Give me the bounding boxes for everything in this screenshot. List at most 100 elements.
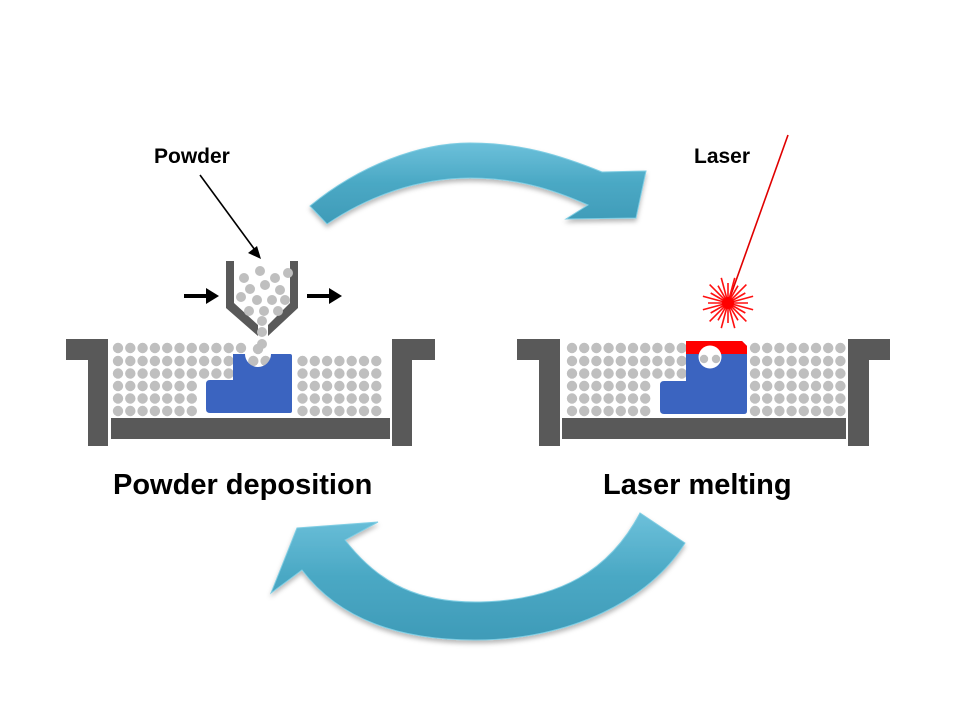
laser-melting-caption: Laser melting: [603, 469, 792, 501]
powder-particle: [371, 393, 382, 404]
powder-particle: [615, 368, 626, 379]
powder-particle: [749, 368, 761, 379]
powder-particle: [346, 393, 357, 404]
powder-particle: [248, 355, 259, 367]
powder-particle: [257, 316, 267, 326]
powder-particle: [823, 368, 834, 379]
powder-particle: [566, 380, 578, 392]
powder-particle: [309, 380, 320, 392]
powder-particle: [223, 355, 234, 367]
powder-particle: [823, 380, 834, 392]
laser-ray: [731, 295, 754, 303]
powder-particle: [297, 405, 308, 417]
powder-particle: [566, 393, 578, 404]
powder-particle: [603, 393, 614, 404]
build-chamber: [66, 339, 435, 446]
powder-particle: [273, 306, 283, 316]
powder-particle: [321, 405, 333, 417]
powder-particle: [309, 355, 320, 367]
powder-particle: [774, 342, 785, 354]
powder-particle: [125, 368, 136, 379]
stage-powder-deposition: Powder Powder deposition: [66, 145, 435, 501]
powder-particle: [257, 327, 267, 337]
powder-particle: [627, 393, 639, 404]
powder-particle: [112, 368, 124, 379]
powder-particle: [334, 368, 345, 379]
build-chamber: [517, 339, 890, 446]
powder-particle: [579, 355, 590, 367]
powder-particle: [149, 405, 161, 417]
powder-particle: [211, 355, 222, 367]
powder-particle: [346, 355, 357, 367]
powder-particle: [810, 355, 822, 367]
powder-particle: [810, 380, 822, 392]
powder-particle: [149, 380, 161, 392]
motion-arrow-icon: [184, 288, 342, 304]
powder-particle: [774, 380, 785, 392]
powder-particle: [652, 342, 663, 354]
powder-particle: [149, 393, 161, 404]
powder-particle: [627, 405, 639, 417]
powder-particle: [244, 306, 254, 316]
laser-burst-icon: [702, 277, 754, 329]
powder-particle: [579, 393, 590, 404]
powder-particle: [591, 405, 602, 417]
powder-particle: [615, 342, 626, 354]
powder-particle: [321, 368, 333, 379]
built-part: [660, 341, 747, 414]
powder-particle: [346, 368, 357, 379]
void-powder: [699, 354, 721, 364]
powder-particle: [334, 405, 345, 417]
powder-particle: [603, 380, 614, 392]
powder-particle: [309, 368, 320, 379]
powder-particle: [835, 342, 846, 354]
powder-particle: [749, 393, 761, 404]
powder-particle: [297, 355, 308, 367]
powder-particle: [371, 380, 382, 392]
powder-particle: [371, 355, 382, 367]
powder-particle: [334, 380, 345, 392]
laser-ray: [731, 303, 754, 311]
chamber-left-wall: [517, 339, 560, 446]
powder-particle: [627, 368, 639, 379]
powder-particle: [798, 342, 809, 354]
powder-particle: [297, 380, 308, 392]
powder-particle: [235, 342, 247, 354]
laser-spot: [722, 297, 734, 309]
powder-particle: [566, 355, 578, 367]
powder-particle: [823, 405, 834, 417]
powder-particle: [762, 342, 773, 354]
powder-particle: [579, 380, 590, 392]
powder-particle: [591, 393, 602, 404]
powder-particle: [664, 342, 675, 354]
powder-particle: [371, 405, 382, 417]
powder-particle: [259, 306, 269, 316]
powder-particle: [640, 405, 651, 417]
powder-particle: [358, 368, 370, 379]
laser-ray: [728, 306, 736, 329]
powder-particle: [358, 405, 370, 417]
powder-particle: [676, 368, 687, 379]
powder-particle: [267, 295, 277, 305]
powder-particle: [125, 393, 136, 404]
powder-particle: [749, 342, 761, 354]
powder-particle: [786, 342, 797, 354]
powder-particle: [566, 405, 578, 417]
powder-particle: [112, 355, 124, 367]
powder-particle: [835, 380, 846, 392]
laser-ray: [709, 305, 726, 322]
powder-particle: [162, 380, 173, 392]
powder-particle: [640, 393, 651, 404]
powder-particle: [137, 355, 148, 367]
powder-particle: [112, 380, 124, 392]
chamber-right-wall: [848, 339, 890, 446]
powder-particle: [603, 405, 614, 417]
powder-particle: [198, 342, 210, 354]
powder-particle: [149, 355, 161, 367]
powder-particle: [810, 368, 822, 379]
powder-particle: [174, 380, 185, 392]
powder-particle: [309, 393, 320, 404]
powder-particle: [786, 380, 797, 392]
powder-particle: [762, 380, 773, 392]
powder-particle: [283, 268, 293, 278]
